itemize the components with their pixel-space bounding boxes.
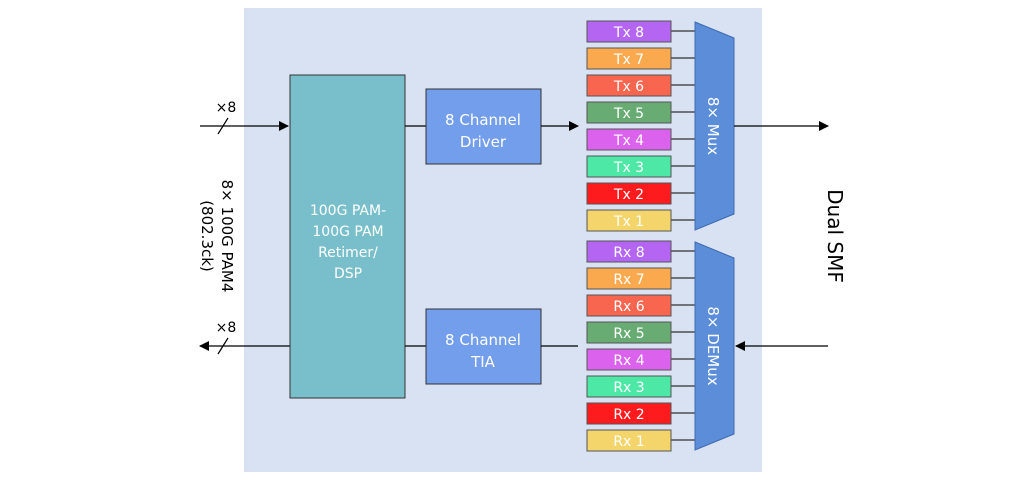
rx-lane-label: Rx 5 <box>613 326 644 342</box>
rx-lane-box <box>586 267 672 290</box>
tx-lane-box <box>586 155 672 178</box>
input-bus-label: ×8 <box>216 100 237 116</box>
rx-lane-box <box>586 240 672 263</box>
tx-lane-label: Tx 7 <box>613 52 644 68</box>
tx-lane-box <box>586 209 672 232</box>
dsp-block-label: 100G PAM- 100G PAM Retimer/ DSP <box>310 203 386 282</box>
rx-lane-label: Rx 1 <box>613 434 644 450</box>
tx-lane-box <box>586 128 672 151</box>
tx-lane-label: Tx 8 <box>613 25 644 41</box>
driver-block <box>425 88 542 165</box>
dsp-label-line-3: Retimer/ <box>318 245 378 261</box>
dsp-block <box>289 74 406 399</box>
rx-lane-box <box>586 348 672 371</box>
fiber-label: Dual SMF <box>823 189 847 283</box>
tx-lane-box <box>586 47 672 70</box>
tx-lanes: Tx 8 Tx 7 Tx 6 Tx 5 Tx 4 Tx 3 Tx 2 Tx 1 <box>586 20 695 232</box>
tia-label-line-1: 8 Channel <box>445 331 521 349</box>
tx-lane-label: Tx 6 <box>613 79 644 95</box>
rx-lane-box <box>586 402 672 425</box>
tx-lane-label: Tx 2 <box>613 187 644 203</box>
rx-lane-label: Rx 4 <box>613 353 644 369</box>
output-bus-slash <box>217 337 229 355</box>
rx-lane-label: Rx 6 <box>613 299 644 315</box>
rx-lane-box <box>586 294 672 317</box>
input-bus-slash <box>217 117 229 135</box>
tia-label-line-2: TIA <box>470 353 496 371</box>
rx-lane-box <box>586 375 672 398</box>
dsp-label-line-4: DSP <box>334 266 362 282</box>
tx-lane-label: Tx 1 <box>613 214 644 230</box>
tx-lane-box <box>586 182 672 205</box>
rx-lane-label: Rx 2 <box>613 407 644 423</box>
tx-lane-box <box>586 74 672 97</box>
rx-lane-label: Rx 3 <box>613 380 644 396</box>
rx-lane-box <box>586 321 672 344</box>
tx-lane-label: Tx 4 <box>613 133 644 149</box>
host-side-label-line-1: 8× 100G PAM4 <box>218 180 236 293</box>
mux-block <box>694 21 735 231</box>
dsp-label-line-2: 100G PAM <box>312 224 383 240</box>
tx-lane-box <box>586 101 672 124</box>
driver-label-line-2: Driver <box>460 133 507 151</box>
mux-label: 8× Mux <box>704 97 722 155</box>
tx-lane-label: Tx 3 <box>613 160 644 176</box>
host-side-label: 8× 100G PAM4 (802.3ck) <box>198 180 236 293</box>
tx-lane-label: Tx 5 <box>613 106 644 122</box>
rx-lane-label: Rx 8 <box>613 245 644 261</box>
demux-label: 8× DEMux <box>704 306 722 385</box>
driver-label-line-1: 8 Channel <box>445 111 521 129</box>
host-side-label-line-2: (802.3ck) <box>198 200 216 272</box>
demux-block <box>694 241 735 451</box>
output-bus-label: ×8 <box>216 320 237 336</box>
rx-lane-label: Rx 7 <box>613 272 644 288</box>
tx-lane-box <box>586 20 672 43</box>
rx-lane-box <box>586 429 672 452</box>
dsp-label-line-1: 100G PAM- <box>310 203 386 219</box>
rx-lanes: Rx 8 Rx 7 Rx 6 Rx 5 Rx 4 Rx 3 Rx 2 Rx 1 <box>586 240 695 452</box>
